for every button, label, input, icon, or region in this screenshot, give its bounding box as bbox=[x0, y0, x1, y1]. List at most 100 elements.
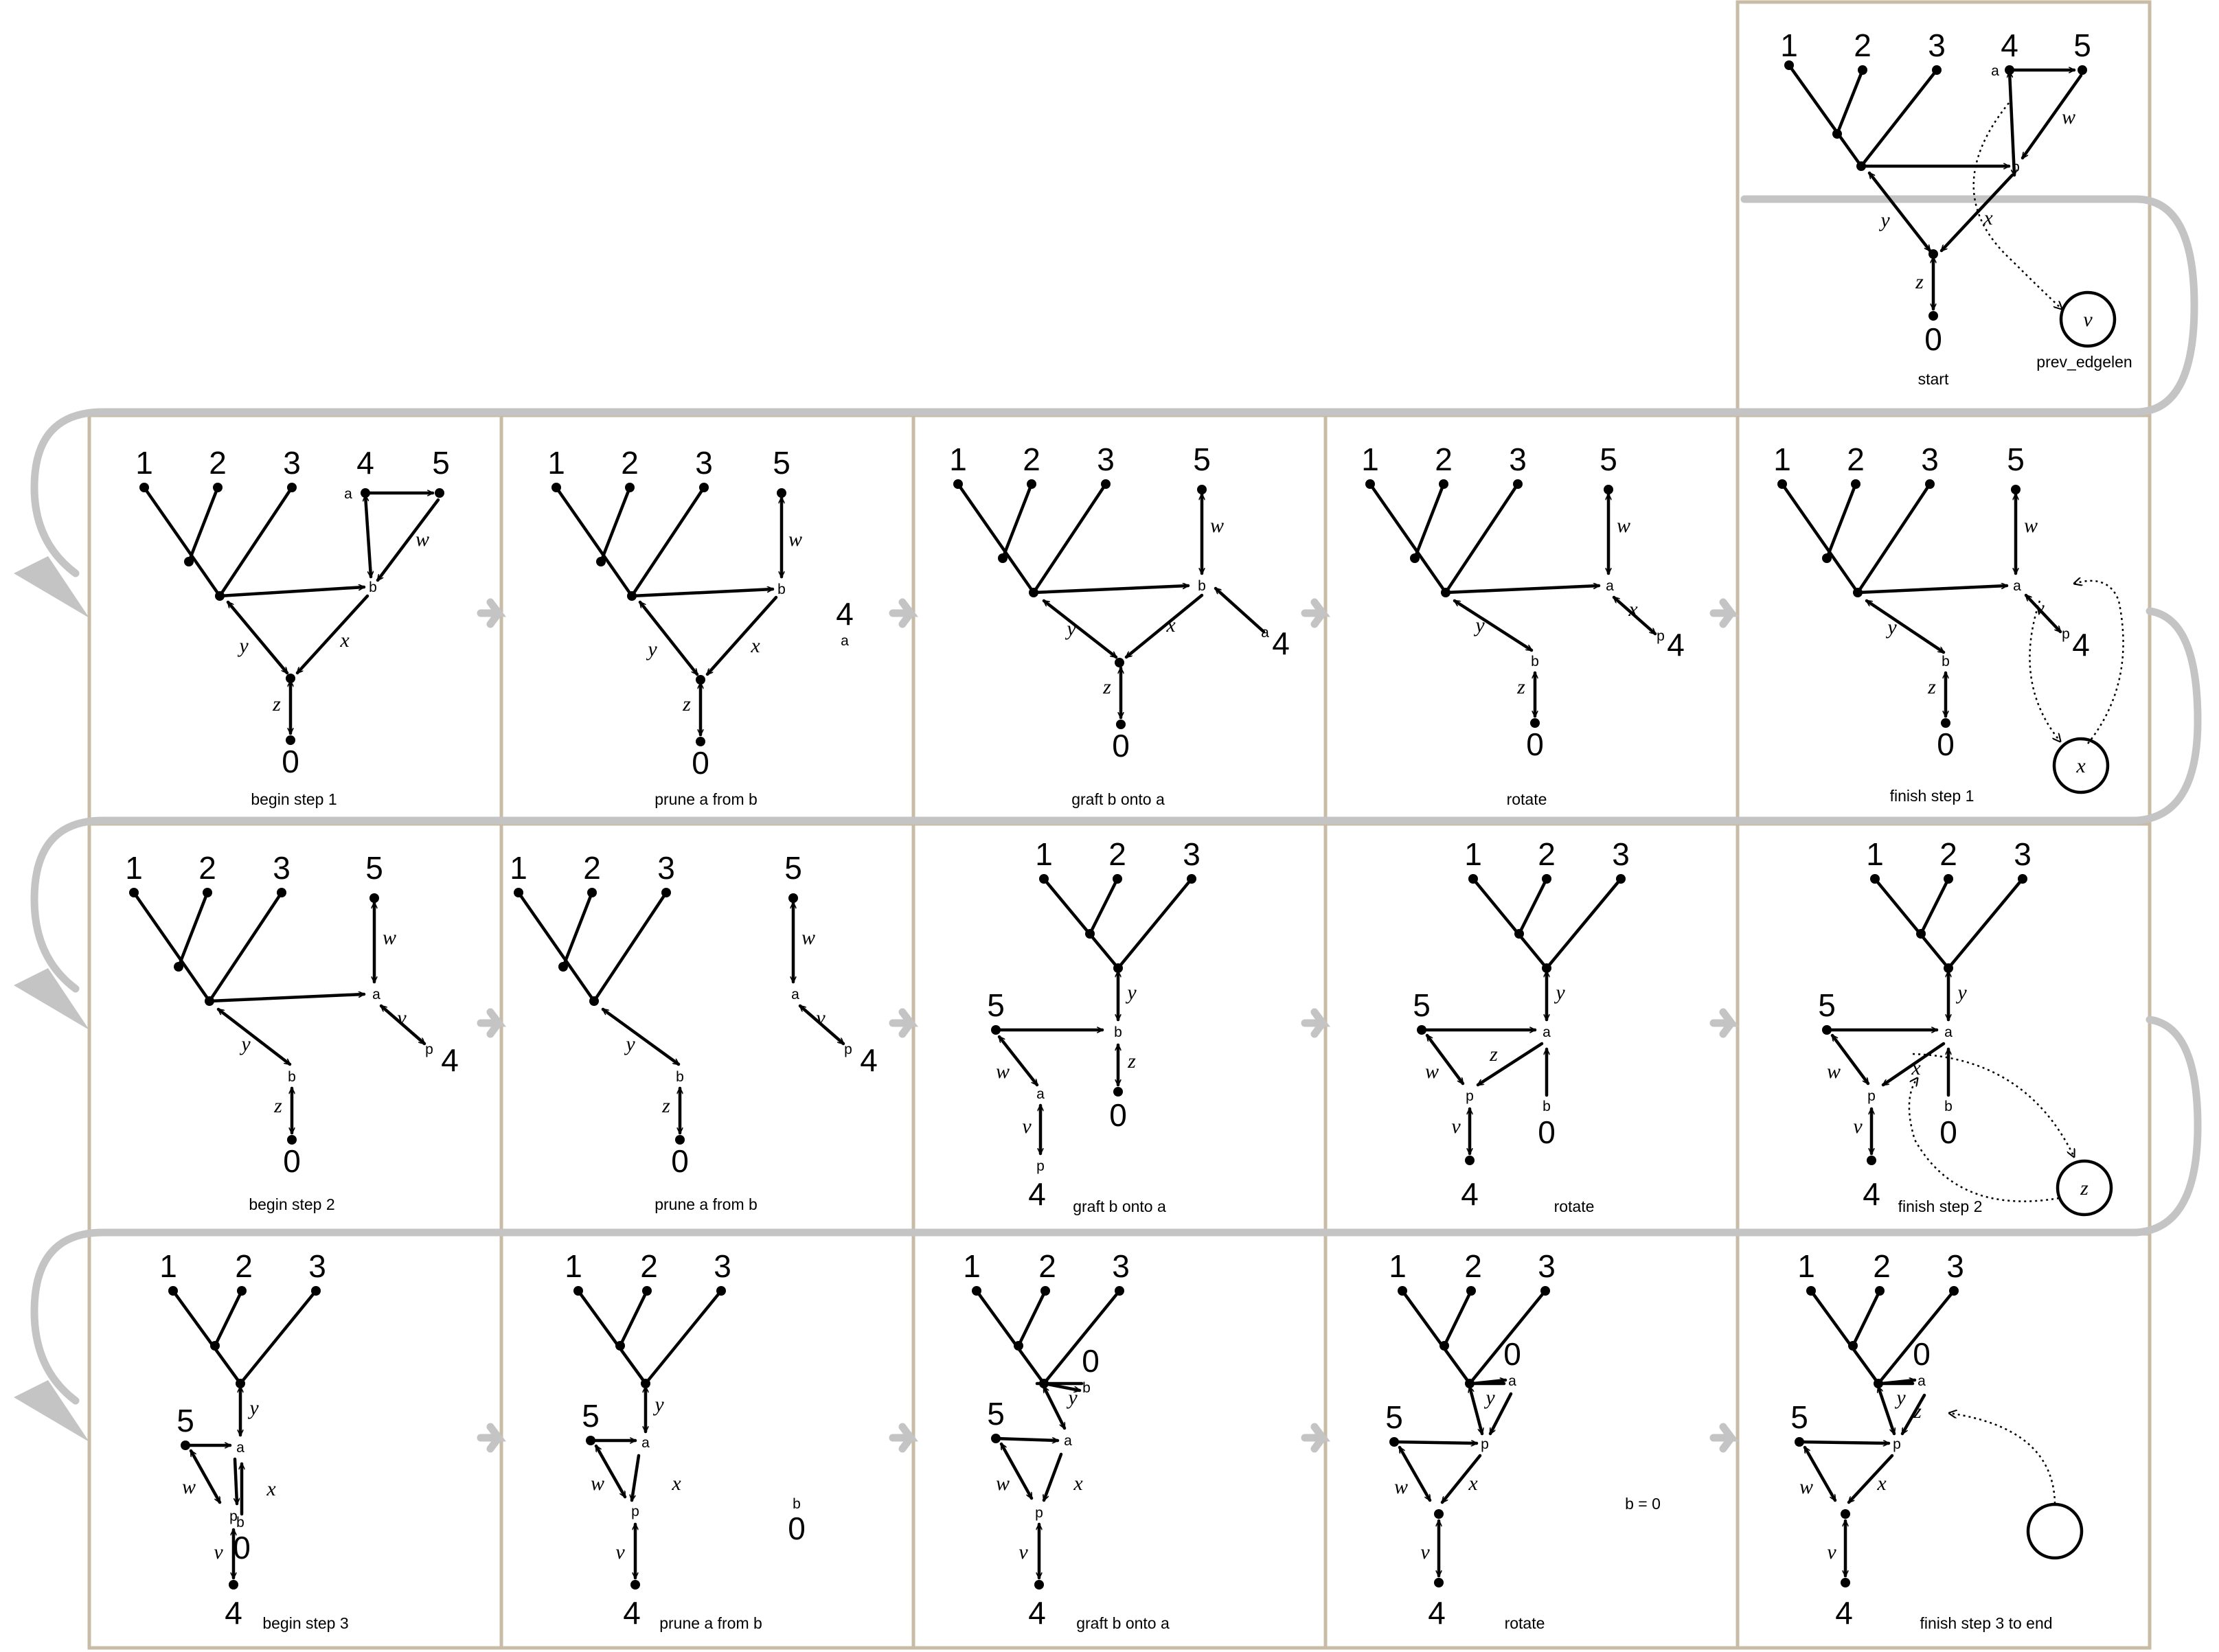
leaf-label: 0 bbox=[692, 745, 709, 781]
leaf-label: 1 bbox=[547, 445, 565, 481]
edge-label: y bbox=[1554, 981, 1565, 1004]
leaf-label: 4 bbox=[441, 1042, 459, 1078]
tree-edge bbox=[1088, 877, 1119, 936]
edge-label: z bbox=[2080, 1177, 2089, 1200]
handle-label: p bbox=[1036, 1158, 1045, 1174]
leaf-label: 0 bbox=[1939, 1114, 1957, 1150]
dotted-pointer bbox=[1972, 102, 2062, 309]
leaf-label: 4 bbox=[836, 596, 854, 632]
handle-label: a bbox=[1036, 1086, 1045, 1102]
tree-node bbox=[1530, 718, 1540, 728]
tree-edge bbox=[1442, 1289, 1473, 1348]
pointer-arrow bbox=[1042, 599, 1118, 659]
edge-label: y bbox=[247, 1397, 259, 1419]
leaf-label: 2 bbox=[1023, 441, 1040, 477]
tree-edge bbox=[1116, 877, 1194, 970]
assignment-note: b = 0 bbox=[1625, 1495, 1661, 1513]
tree-edge bbox=[592, 891, 668, 1003]
edge-label: v bbox=[1827, 1541, 1836, 1563]
leaf-label: 1 bbox=[125, 850, 143, 886]
flow-arrow bbox=[889, 1008, 918, 1038]
leaf-label: 0 bbox=[282, 744, 299, 779]
tree-node bbox=[1034, 1580, 1044, 1590]
pointer-arrow bbox=[1612, 595, 1657, 636]
tree-node bbox=[696, 675, 705, 685]
leaf-label: 1 bbox=[1361, 441, 1379, 477]
pointer-arrow bbox=[226, 600, 289, 675]
flow-arrow bbox=[1301, 1423, 1330, 1453]
leaf-label: 3 bbox=[273, 850, 291, 886]
edge-label: w bbox=[996, 1060, 1010, 1083]
handle-label: b bbox=[793, 1496, 801, 1512]
tree-edge bbox=[218, 485, 294, 598]
row-connector-right bbox=[2132, 607, 2202, 825]
pointer-arrow bbox=[379, 1004, 426, 1046]
panel-frame bbox=[87, 1232, 503, 1650]
pointer-arrow bbox=[1032, 586, 1190, 595]
edge-label: x bbox=[750, 634, 760, 657]
register-label: prev_edgelen bbox=[2036, 353, 2132, 371]
panel-caption: rotate bbox=[1507, 790, 1547, 808]
flow-arrowhead bbox=[14, 1380, 89, 1442]
leaf-label: 3 bbox=[695, 445, 713, 481]
handle-label: b bbox=[236, 1515, 244, 1530]
leaf-label: 1 bbox=[949, 441, 967, 477]
row-connector-right bbox=[1740, 195, 2198, 416]
tree-edge bbox=[1873, 877, 1950, 970]
leaf-label: 3 bbox=[1097, 441, 1115, 477]
leaf-label: 5 bbox=[1193, 441, 1211, 477]
flow-arrow bbox=[1709, 598, 1739, 628]
tree-edge bbox=[1835, 68, 1865, 136]
handle-label: p bbox=[1035, 1505, 1043, 1521]
leaf-label: 1 bbox=[1464, 836, 1482, 872]
tree-edge bbox=[207, 891, 284, 1003]
register-circle bbox=[2059, 290, 2117, 348]
handle-label: a bbox=[2013, 578, 2021, 594]
pointer-arrow bbox=[1398, 1447, 1432, 1500]
tree-edge bbox=[1517, 877, 1549, 936]
handle-label: a bbox=[372, 987, 380, 1002]
edge-label: y bbox=[1065, 617, 1076, 640]
tree-node bbox=[369, 893, 379, 903]
panel-caption: finish step 1 bbox=[1890, 787, 1975, 805]
leaf-label: 1 bbox=[510, 850, 527, 886]
handle-label: b bbox=[1543, 1099, 1551, 1114]
pointer-arrow bbox=[189, 1451, 222, 1502]
edge-label: v bbox=[1451, 1115, 1461, 1138]
leaf-label: 0 bbox=[1538, 1114, 1556, 1150]
handle-label: b bbox=[1942, 654, 1950, 669]
handle-label: p bbox=[2062, 626, 2070, 642]
edge-label: w bbox=[2062, 106, 2075, 128]
tree-edge bbox=[1859, 68, 1939, 168]
tree-edge bbox=[1368, 482, 1448, 595]
leaf-label: 1 bbox=[1035, 836, 1053, 872]
leaf-label: 0 bbox=[1924, 321, 1942, 357]
flow-arrow bbox=[1301, 598, 1330, 628]
leaf-label: 5 bbox=[2073, 27, 2091, 63]
leaf-label: 4 bbox=[1272, 626, 1290, 661]
tree-edge bbox=[599, 485, 632, 564]
pointer-arrow bbox=[1867, 171, 1932, 253]
leaf-label: 1 bbox=[159, 1248, 177, 1284]
pointer-arrow bbox=[1440, 1454, 1482, 1504]
tree-edge bbox=[1825, 482, 1858, 560]
leaf-label: 2 bbox=[1873, 1248, 1891, 1284]
handle-label: a bbox=[641, 1435, 650, 1451]
tree-edge bbox=[554, 485, 634, 598]
pointer-arrow bbox=[1847, 1454, 1894, 1504]
panel-caption: graft b onto a bbox=[1076, 1614, 1170, 1632]
tree-node bbox=[696, 737, 705, 746]
leaf-label: 3 bbox=[1946, 1248, 1964, 1284]
leaf-label: 5 bbox=[987, 987, 1005, 1023]
handle-label: p bbox=[1657, 628, 1665, 644]
pointer-arrow bbox=[1453, 599, 1534, 652]
flow-arrow bbox=[1709, 1423, 1739, 1453]
leaf-label: 2 bbox=[1854, 27, 1871, 63]
edge-label: w bbox=[1425, 1060, 1439, 1083]
tree-edge bbox=[132, 891, 212, 1003]
leaf-label: 0 bbox=[1109, 1097, 1127, 1133]
